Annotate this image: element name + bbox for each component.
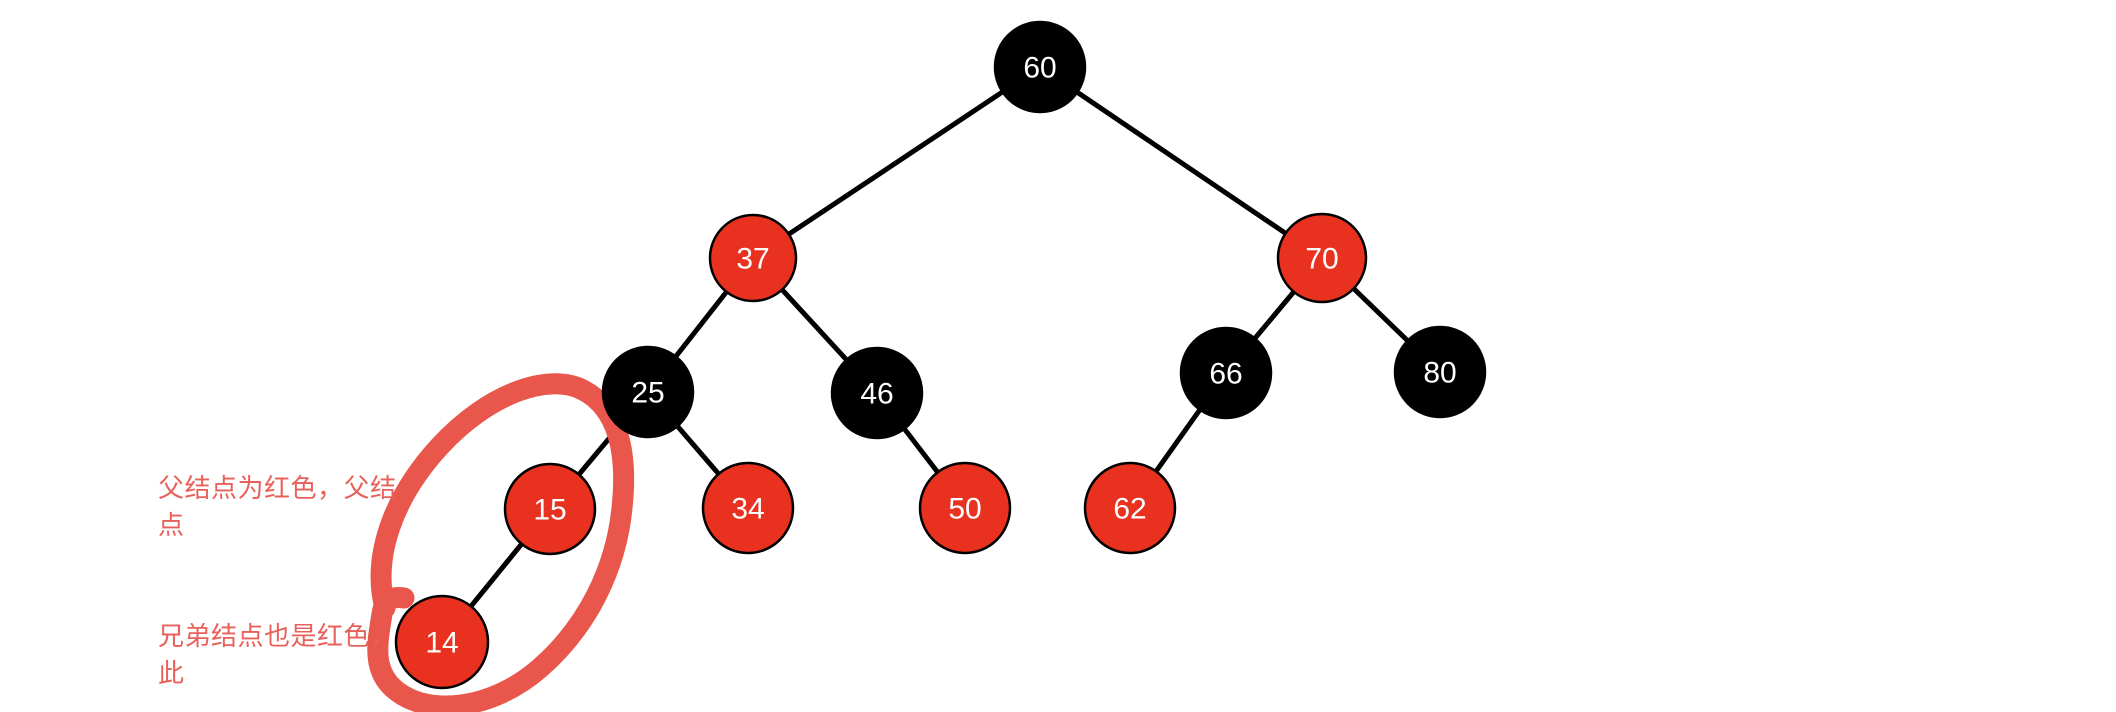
tree-node-25[interactable]: 25	[601, 345, 695, 439]
tree-node-34[interactable]: 34	[701, 461, 795, 555]
node-circle-14[interactable]	[394, 594, 490, 690]
edge-60-37	[750, 64, 1043, 261]
node-circle-66[interactable]	[1179, 326, 1273, 420]
node-label-60: 60	[1023, 52, 1056, 85]
node-label-37: 37	[736, 243, 769, 276]
tree-node-50[interactable]: 50	[918, 461, 1012, 555]
tree-node-70[interactable]: 70	[1276, 212, 1368, 304]
node-label-80: 80	[1423, 357, 1456, 390]
edge-60-70	[1037, 64, 1325, 261]
node-label-50: 50	[948, 493, 981, 526]
node-label-70: 70	[1305, 243, 1338, 276]
node-circle-25[interactable]	[601, 345, 695, 439]
hand-drawn-oval-highlight	[367, 373, 635, 712]
node-label-46: 46	[860, 378, 893, 411]
tree-node-80[interactable]: 80	[1393, 325, 1487, 419]
annotation-line-1: 父结点为红色，父结点	[158, 473, 397, 540]
node-circle-15[interactable]	[503, 462, 597, 556]
tree-node-14[interactable]: 14	[394, 594, 490, 690]
node-label-66: 66	[1209, 358, 1242, 391]
tree-node-46[interactable]: 46	[830, 346, 924, 440]
edges-group	[439, 64, 1443, 645]
node-label-34: 34	[731, 493, 764, 526]
node-label-62: 62	[1113, 493, 1146, 526]
tree-node-37[interactable]: 37	[708, 213, 798, 303]
tree-node-60[interactable]: 60	[993, 20, 1087, 114]
node-circle-46[interactable]	[830, 346, 924, 440]
annotation-text-block: 父结点为红色，父结点 兄弟结点也是红色，此 时需要变色	[158, 396, 398, 712]
node-label-15: 15	[533, 494, 566, 527]
node-circle-50[interactable]	[918, 461, 1012, 555]
tree-node-62[interactable]: 62	[1083, 461, 1177, 555]
node-circle-70[interactable]	[1276, 212, 1368, 304]
nodes-group: 60 37 70 25 46 66	[394, 20, 1487, 690]
node-label-25: 25	[631, 377, 664, 410]
tree-node-66[interactable]: 66	[1179, 326, 1273, 420]
annotation-highlight-group	[367, 373, 635, 712]
annotation-line-2: 兄弟结点也是红色，此	[158, 621, 397, 688]
node-circle-37[interactable]	[708, 213, 798, 303]
node-circle-80[interactable]	[1393, 325, 1487, 419]
node-circle-62[interactable]	[1083, 461, 1177, 555]
node-label-14: 14	[425, 627, 458, 660]
tree-node-15[interactable]: 15	[503, 462, 597, 556]
node-circle-60[interactable]	[993, 20, 1087, 114]
node-circle-34[interactable]	[701, 461, 795, 555]
